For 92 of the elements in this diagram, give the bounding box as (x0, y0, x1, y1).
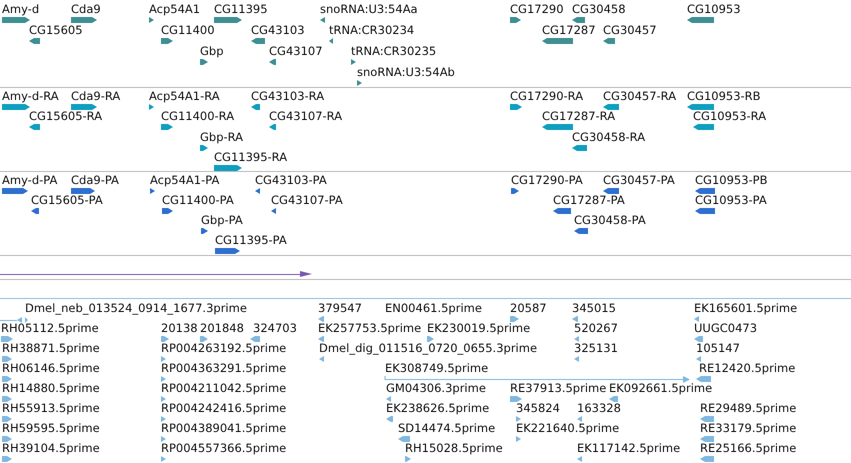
feature-label: 379547 (318, 302, 362, 315)
feature-label: CG17290 (510, 3, 564, 16)
feature-label: 163328 (577, 402, 621, 415)
feature-label: Dmel_dig_011516_0720_0655.3prime (319, 342, 538, 355)
feature-label: RH05112.5prime (1, 322, 99, 335)
feature-label: RE29489.5prime (700, 402, 796, 415)
feature-label: Cda9 (71, 3, 101, 16)
feature-label: CG10953-RB (687, 90, 761, 103)
feature-label: CG30458 (572, 3, 626, 16)
feature-label: CG43107-PA (271, 194, 343, 207)
feature-label: EK238626.5prime (386, 402, 490, 415)
feature-label: RH06146.5prime (2, 362, 100, 375)
feature-label: CG15605-RA (29, 110, 102, 123)
feature-label: RE37913.5prime (510, 382, 606, 395)
feature-label: 20138 (161, 322, 198, 335)
feature-label: EK221640.5prime (516, 422, 620, 435)
feature-label: CG43107 (269, 45, 323, 58)
feature-label: RP004263192.5prime (161, 342, 286, 355)
feature-label: CG17287-PA (553, 194, 625, 207)
feature-label: RH39104.5prime (2, 442, 100, 455)
feature-label: EN00461.5prime (385, 302, 482, 315)
feature-label: CG30458-PA (574, 214, 646, 227)
feature-label: CG10953 (687, 3, 741, 16)
feature-label: UUGC0473 (694, 322, 758, 335)
feature-label: 345824 (516, 402, 560, 415)
feature-label: Gbp-PA (201, 214, 243, 227)
feature-label: EK230019.5prime (427, 322, 530, 335)
feature-label: CG30457 (603, 24, 657, 37)
feature-label: CG11400-PA (162, 194, 234, 207)
feature-label: CG30457-RA (603, 90, 676, 103)
feature-label: 520267 (574, 322, 618, 335)
feature-label: RE12420.5prime (699, 362, 796, 375)
feature-label: EK257753.5prime (318, 322, 422, 335)
feature-label: 201848 (200, 322, 244, 335)
feature-label: SD14474.5prime (398, 422, 496, 435)
feature-label: CG43103 (251, 24, 305, 37)
feature-label: RP004211042.5prime (161, 382, 286, 395)
feature-label: CG11400-RA (161, 110, 234, 123)
feature-label: 324703 (253, 322, 297, 335)
feature-label: RH14880.5prime (2, 382, 100, 395)
feature-label: RP004363291.5prime (161, 362, 286, 375)
feature-label: Amy-d-RA (2, 90, 59, 103)
feature-label: EK165601.5prime (694, 302, 798, 315)
feature-label: CG15605-PA (31, 194, 103, 207)
feature-label: Dmel_neb_013524_0914_1677.3prime (25, 302, 247, 315)
feature-label: snoRNA:U3:54Ab (357, 66, 455, 79)
feature-label: Cda9-PA (71, 174, 119, 187)
feature-label: EK117142.5prime (577, 442, 680, 455)
feature-label: CG17290-RA (510, 90, 584, 103)
feature-label: CG11395 (214, 3, 268, 16)
feature-label: Amy-d-PA (2, 174, 58, 187)
feature-label: RP004389041.5prime (161, 422, 286, 435)
feature-label: Amy-d (2, 3, 40, 16)
feature-label: CG17290-PA (511, 174, 583, 187)
feature-label: 105147 (696, 342, 740, 355)
feature-label: tRNA:CR30235 (351, 45, 436, 58)
feature-label: RH59595.5prime (2, 422, 100, 435)
feature-label: CG10953-PA (695, 194, 767, 207)
feature-label: RH15028.5prime (405, 442, 503, 455)
feature-label: Gbp-RA (200, 131, 244, 144)
feature-label: tRNA:CR30234 (329, 24, 414, 37)
feature-label: RE33179.5prime (700, 422, 796, 435)
feature-label: CG30458-RA (572, 131, 646, 144)
feature-label: Acp54A1-RA (149, 90, 220, 103)
feature-label: CG10953-PB (695, 174, 768, 187)
feature-label: CG11400 (161, 24, 215, 37)
feature-label: snoRNA:U3:54Aa (320, 3, 418, 16)
feature-label: CG30457-PA (603, 174, 675, 187)
feature-label: CG11395-RA (214, 151, 288, 164)
feature-label: RP004557366.5prime (161, 442, 286, 455)
feature-label: CG43107-RA (269, 110, 342, 123)
feature-label: RH55913.5prime (2, 402, 100, 415)
feature-label: EK092661.5prime (609, 382, 712, 395)
feature-label: 325131 (574, 342, 618, 355)
feature-label: CG43103-RA (251, 90, 324, 103)
feature-label: CG11395-PA (215, 234, 287, 247)
feature-label: Gbp (200, 45, 224, 58)
feature-label: 345015 (572, 302, 616, 315)
feature-label: RE25166.5prime (700, 442, 796, 455)
feature-label: RH38871.5prime (2, 342, 100, 355)
feature-label: Cda9-RA (71, 90, 120, 103)
feature-label: CG10953-RA (693, 110, 766, 123)
feature-label: RP004242416.5prime (161, 402, 286, 415)
feature-label: Acp54A1 (149, 3, 200, 16)
feature-label: GM04306.3prime (386, 382, 486, 395)
feature-label: EK308749.5prime (385, 362, 488, 375)
feature-label: 20587 (510, 302, 547, 315)
feature-label: CG17287 (542, 24, 596, 37)
feature-label: Acp54A1-PA (150, 174, 220, 187)
feature-label: CG15605 (29, 24, 83, 37)
feature-label: CG43103-PA (255, 174, 327, 187)
feature-label: CG17287-RA (542, 110, 616, 123)
